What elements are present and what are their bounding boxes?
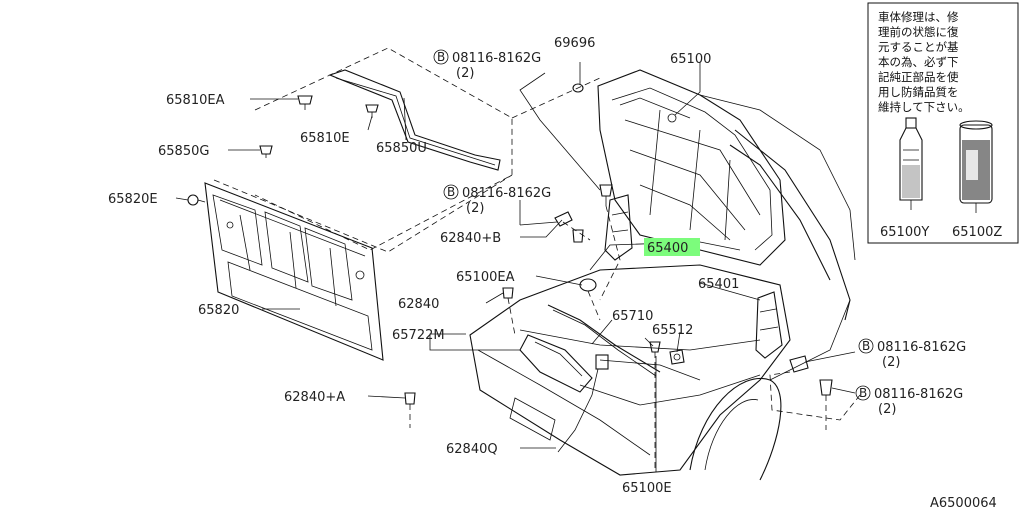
label-65400-highlight bbox=[644, 238, 700, 256]
bolt-mark: B bbox=[862, 339, 870, 353]
label-65100EA: 65100EA bbox=[456, 270, 515, 285]
label-65710: 65710 bbox=[612, 309, 653, 324]
bolt-callout-2: B 08116-8162G (2) bbox=[443, 184, 551, 216]
label-65100: 65100 bbox=[670, 52, 711, 67]
hood-hinge-left bbox=[604, 194, 633, 261]
leader-lines bbox=[175, 62, 856, 472]
label-69696: 69696 bbox=[554, 36, 595, 51]
label-65401: 65401 bbox=[698, 277, 739, 292]
note-line-3: 元することが基 bbox=[878, 40, 959, 54]
label-65100E: 65100E bbox=[622, 481, 672, 496]
group-outline-insulator bbox=[213, 47, 601, 253]
label-65820: 65820 bbox=[198, 303, 239, 318]
bolt-callout-1: B 08116-8162G (2) bbox=[433, 49, 541, 81]
label-62840-B: 62840+B bbox=[440, 231, 501, 246]
label-65512: 65512 bbox=[652, 323, 693, 338]
hood-stay-rod bbox=[547, 304, 661, 377]
hood-lock-cable bbox=[557, 368, 599, 453]
bolt-mark: B bbox=[447, 185, 455, 199]
bolt-65100E bbox=[649, 341, 661, 353]
bolt-part-number: 08116-8162G bbox=[874, 387, 963, 402]
clip-65810EA bbox=[297, 95, 313, 110]
bolt-set-right-2 bbox=[819, 379, 833, 396]
label-65400: 65400 bbox=[647, 241, 688, 256]
bolt-set-top bbox=[599, 184, 613, 206]
note-line-7: 維持して下さい。 bbox=[878, 100, 970, 114]
bolt-mark: B bbox=[859, 386, 867, 400]
repair-note-box: 車体修理は、修 理前の状態に復 元することが基 本の為、必ず下 記純正部品を使 … bbox=[867, 2, 1019, 244]
label-65820E: 65820E bbox=[108, 192, 158, 207]
note-line-6: 用し防錆品質を bbox=[878, 85, 959, 99]
bolt-mark: B bbox=[437, 50, 445, 64]
hood-panel bbox=[597, 69, 786, 266]
bolt-callout-3: B 08116-8162G (2) bbox=[858, 338, 966, 370]
bolt-quantity: (2) bbox=[456, 66, 474, 81]
hood-hinge-right bbox=[755, 291, 783, 359]
clip-65820E bbox=[187, 194, 206, 206]
bolt-part-number: 08116-8162G bbox=[462, 186, 551, 201]
bumper-62840-A bbox=[404, 392, 416, 428]
note-line-4: 本の為、必ず下 bbox=[878, 55, 959, 69]
bolt-quantity: (2) bbox=[882, 355, 900, 370]
bolt-callout-4: B 08116-8162G (2) bbox=[855, 385, 963, 417]
note-item-65100Z: 65100Z bbox=[952, 225, 1002, 240]
bolt-set-mid bbox=[554, 211, 573, 227]
grommet-69696 bbox=[572, 83, 584, 93]
note-line-5: 記純正部品を使 bbox=[878, 70, 959, 84]
hood-seal-strip bbox=[328, 69, 501, 171]
note-line-2: 理前の状態に復 bbox=[878, 25, 959, 39]
bolt-quantity: (2) bbox=[466, 201, 484, 216]
note-item-65100Y: 65100Y bbox=[880, 225, 929, 240]
spray-can-icon bbox=[959, 120, 993, 213]
bumper-62840-B bbox=[572, 229, 584, 243]
label-62840-A: 62840+A bbox=[284, 390, 345, 405]
hood-insulator bbox=[204, 182, 384, 361]
part-labels: 65810EA 65850G 65810E 65850U 65820E 6582… bbox=[108, 36, 997, 511]
bolt-part-number: 08116-8162G bbox=[877, 340, 966, 355]
bumper-62840 bbox=[502, 287, 514, 299]
label-65810E: 65810E bbox=[300, 131, 350, 146]
label-62840Q: 62840Q bbox=[446, 442, 498, 457]
label-65850G: 65850G bbox=[158, 144, 209, 159]
bolt-quantity: (2) bbox=[878, 402, 896, 417]
bolt-set-right-1 bbox=[789, 355, 809, 373]
clip-65850G bbox=[259, 145, 273, 158]
label-65722M: 65722M bbox=[392, 328, 445, 343]
grommet-65100EA bbox=[579, 278, 597, 292]
label-65850U: 65850U bbox=[376, 141, 427, 156]
rod-holder-65512 bbox=[669, 349, 685, 365]
relation-lines bbox=[507, 205, 861, 470]
label-62840: 62840 bbox=[398, 297, 439, 312]
bolt-part-number: 08116-8162G bbox=[452, 51, 541, 66]
car-body bbox=[469, 94, 856, 481]
label-65810EA: 65810EA bbox=[166, 93, 225, 108]
paint-tube-icon bbox=[899, 117, 923, 210]
drawing-code: A6500064 bbox=[930, 496, 997, 511]
note-line-1: 車体修理は、修 bbox=[878, 10, 959, 24]
